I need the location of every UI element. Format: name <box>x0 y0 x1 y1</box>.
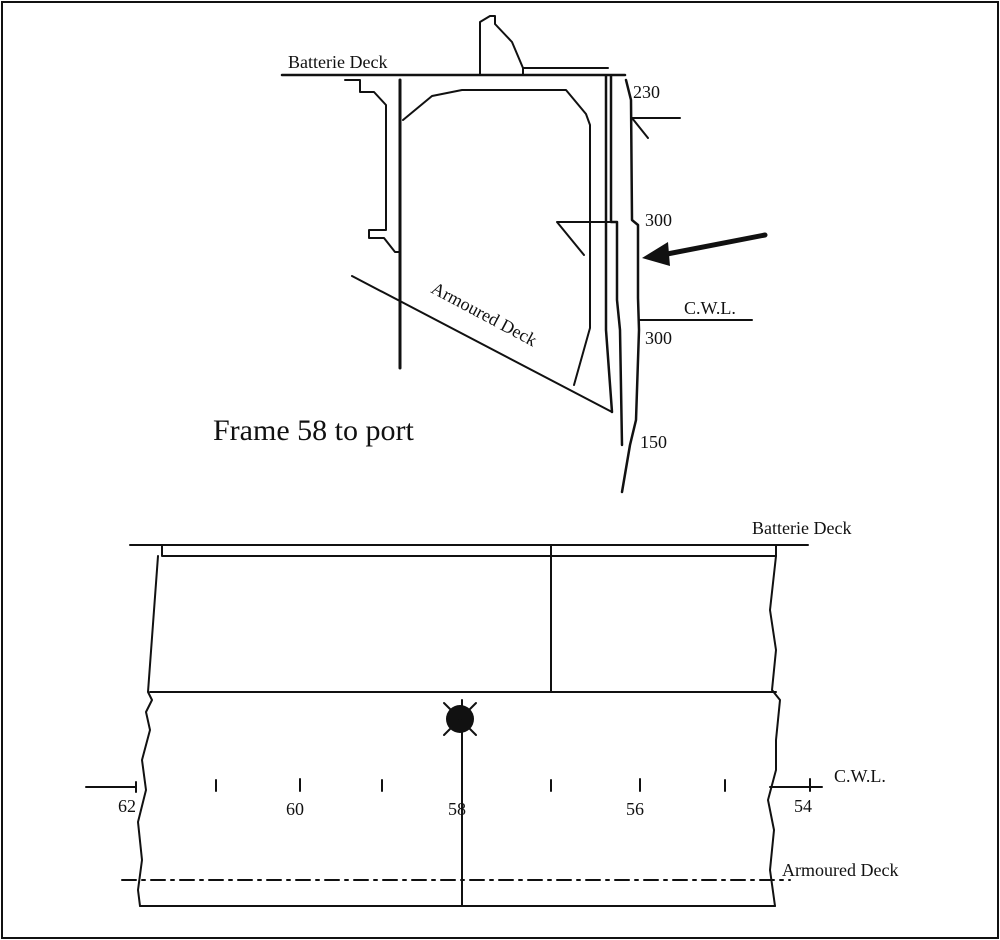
thickness-300-upper-label: 300 <box>645 210 672 230</box>
frame-ticks <box>135 778 811 793</box>
section-batterie-deck-label: Batterie Deck <box>288 52 387 72</box>
bracket-lower <box>556 221 612 256</box>
frame-62-label: 62 <box>118 796 136 816</box>
left-break-line <box>137 555 159 907</box>
bracket-upper <box>631 117 681 139</box>
frame-60-label: 60 <box>286 799 304 819</box>
deck-beam <box>344 79 400 253</box>
thickness-230-label: 230 <box>633 82 660 102</box>
section-cwl-label: C.W.L. <box>684 298 736 318</box>
right-break-line <box>767 555 781 907</box>
section-armoured-deck-label: Armoured Deck <box>428 278 540 350</box>
impact-arrow-icon <box>642 232 768 266</box>
belt-armour <box>604 74 641 494</box>
elevation-cwl-label: C.W.L. <box>834 766 886 786</box>
thickness-150-label: 150 <box>640 432 667 452</box>
elevation-batterie-deck-label: Batterie Deck <box>752 518 851 538</box>
armoured-deck-line <box>351 275 613 413</box>
thickness-300-lower-label: 300 <box>645 328 672 348</box>
superstructure <box>479 15 609 76</box>
cross-section: Batterie Deck 230 300 C.W.L. 300 150 Arm… <box>213 15 768 494</box>
shell-hit-icon <box>443 702 477 736</box>
frame-54-label: 54 <box>794 796 812 816</box>
frame-58-label: 58 <box>448 799 466 819</box>
inner-casing <box>402 89 591 386</box>
elevation-batterie-deck-line <box>129 544 809 557</box>
elevation-view: Batterie Deck C.W.L. 62 60 58 56 54 Armo… <box>85 518 898 907</box>
elevation-armoured-deck-label: Armoured Deck <box>782 860 898 880</box>
frame-56-label: 56 <box>626 799 644 819</box>
section-title: Frame 58 to port <box>213 414 414 447</box>
